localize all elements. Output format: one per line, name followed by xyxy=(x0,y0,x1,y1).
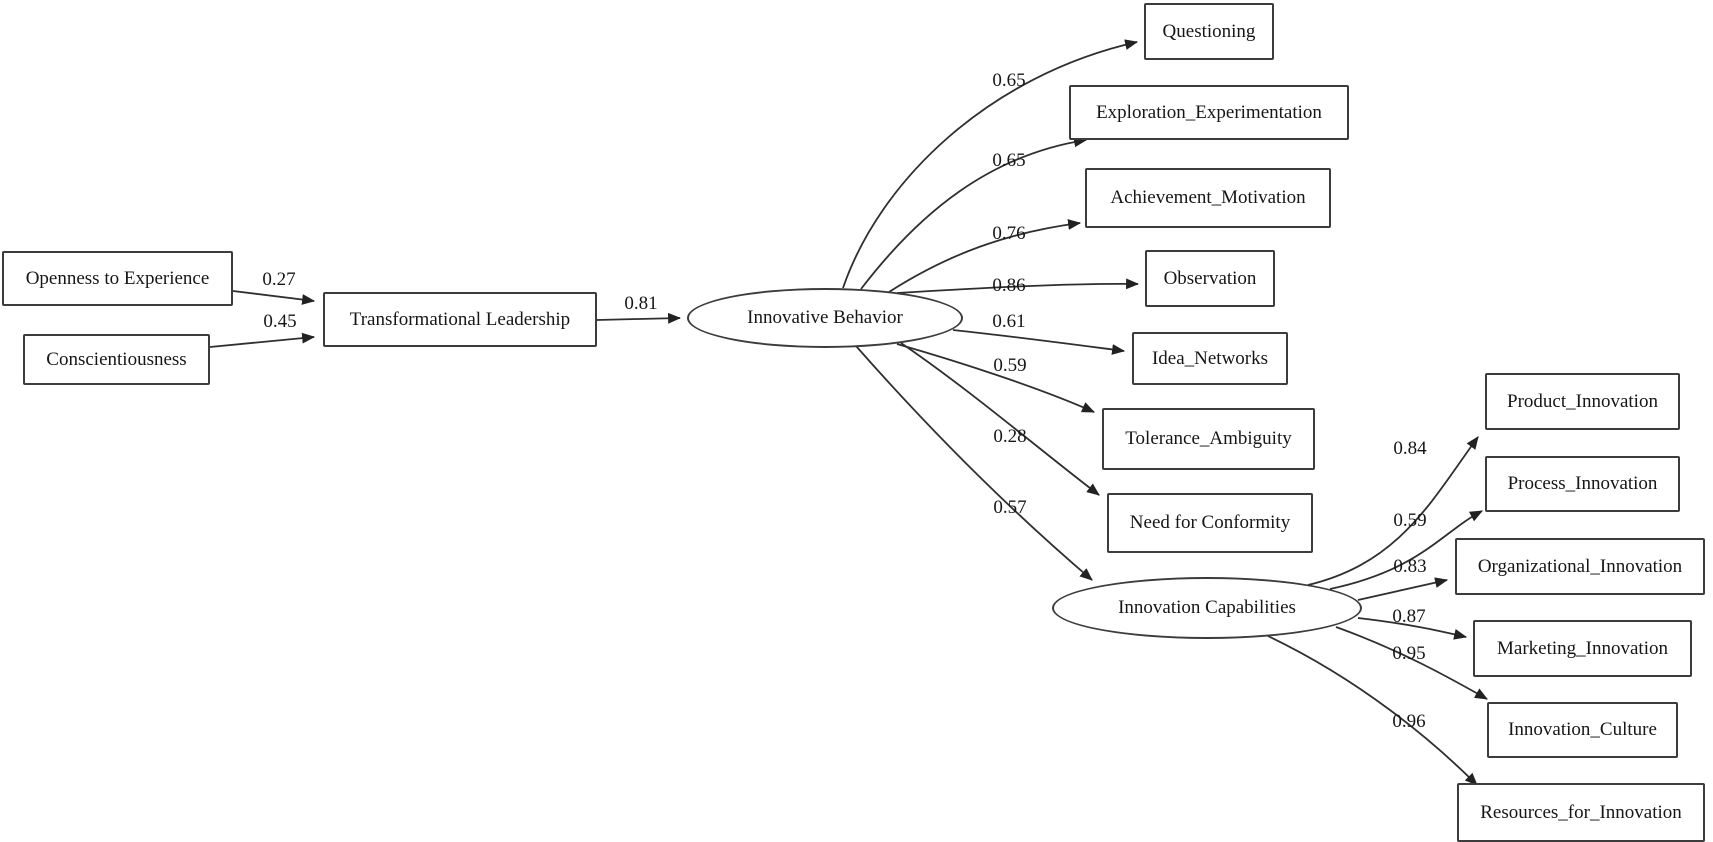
coef-ic-organizational: 0.83 xyxy=(1393,556,1427,577)
coef-ib-exploration: 0.65 xyxy=(992,150,1026,171)
node-conscientiousness: Conscientiousness xyxy=(23,334,210,385)
edge-ic-to-process xyxy=(1329,510,1483,590)
edge-ic-to-resources xyxy=(1267,635,1478,786)
edge-ib-to-innovation-capabilities xyxy=(855,345,1093,581)
edge-transformational-to-innovative-behavior xyxy=(596,312,682,324)
coef-ic-culture: 0.95 xyxy=(1392,643,1426,664)
coef-transformational-innovative-behavior: 0.81 xyxy=(624,293,658,314)
coef-ic-process: 0.59 xyxy=(1393,510,1427,531)
node-transformational-leadership: Transformational Leadership xyxy=(323,292,597,347)
edge-ib-to-idea-networks xyxy=(952,329,1126,355)
edge-ic-to-organizational xyxy=(1357,577,1449,601)
node-process-innovation: Process_Innovation xyxy=(1485,456,1680,512)
coef-ib-need-conformity: 0.28 xyxy=(993,426,1027,447)
node-achievement-motivation: Achievement_Motivation xyxy=(1085,168,1331,228)
coef-ib-tolerance: 0.59 xyxy=(993,355,1027,376)
edge-ic-to-product xyxy=(1307,436,1479,586)
node-questioning: Questioning xyxy=(1144,3,1274,60)
coef-openness-transformational: 0.27 xyxy=(262,269,296,290)
node-innovation-culture: Innovation_Culture xyxy=(1487,702,1678,758)
node-innovation-capabilities: Innovation Capabilities xyxy=(1052,577,1362,639)
coef-conscientiousness-transformational: 0.45 xyxy=(263,311,297,332)
edge-ib-to-exploration xyxy=(860,136,1088,290)
node-tolerance-ambiguity: Tolerance_Ambiguity xyxy=(1102,408,1315,470)
edge-ic-to-marketing xyxy=(1357,617,1468,640)
node-marketing-innovation: Marketing_Innovation xyxy=(1473,620,1692,677)
coef-ib-observation: 0.86 xyxy=(992,275,1026,296)
edge-ib-to-need-conformity xyxy=(900,342,1100,496)
edge-ib-to-questioning xyxy=(842,39,1139,289)
coef-ic-marketing: 0.87 xyxy=(1392,606,1426,627)
node-innovative-behavior: Innovative Behavior xyxy=(687,288,963,348)
node-idea-networks: Idea_Networks xyxy=(1132,332,1288,385)
node-observation: Observation xyxy=(1145,250,1275,307)
node-exploration-experimentation: Exploration_Experimentation xyxy=(1069,85,1349,140)
coef-ib-achievement: 0.76 xyxy=(992,223,1026,244)
coef-ic-product: 0.84 xyxy=(1393,438,1427,459)
coef-ib-idea-networks: 0.61 xyxy=(992,311,1026,332)
edge-ib-to-tolerance xyxy=(896,343,1095,413)
coef-ib-questioning: 0.65 xyxy=(992,70,1026,91)
edge-conscientiousness-to-transformational xyxy=(209,332,316,348)
edge-ic-to-culture xyxy=(1335,626,1488,700)
node-resources-for-innovation: Resources_for_Innovation xyxy=(1457,783,1705,842)
node-need-for-conformity: Need for Conformity xyxy=(1107,493,1313,553)
node-organizational-innovation: Organizational_Innovation xyxy=(1455,538,1705,595)
edge-ib-to-achievement xyxy=(888,219,1082,293)
edge-ib-to-observation xyxy=(896,278,1140,294)
node-product-innovation: Product_Innovation xyxy=(1485,373,1680,430)
coef-ib-innovation-capabilities: 0.57 xyxy=(993,497,1027,518)
coef-ic-resources: 0.96 xyxy=(1392,711,1426,732)
node-openness-to-experience: Openness to Experience xyxy=(2,251,233,306)
edge-openness-to-transformational xyxy=(232,290,316,305)
